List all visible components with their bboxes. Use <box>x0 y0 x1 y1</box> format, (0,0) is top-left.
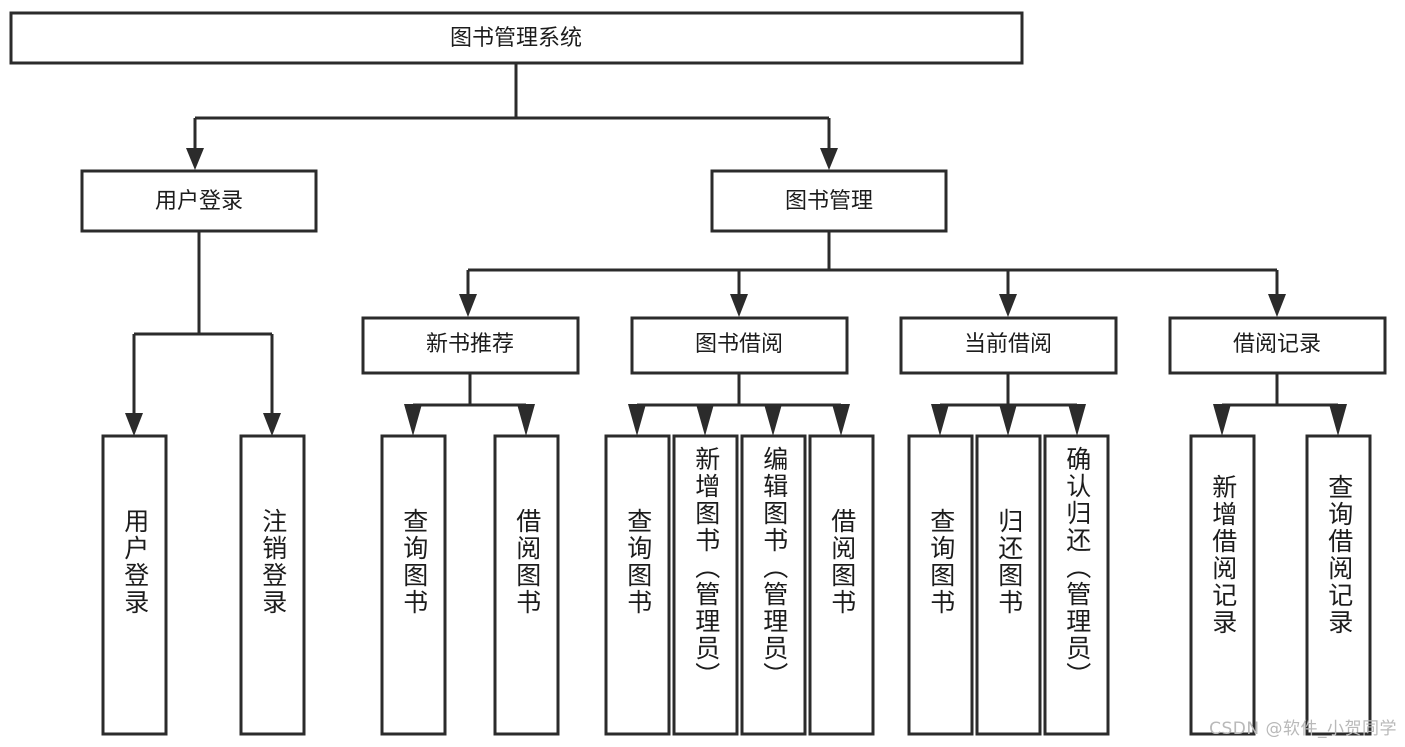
node-new-book-recommend[interactable]: 新书推荐 <box>361 316 580 375</box>
leaf-box-borrow-record-0[interactable] <box>1189 434 1256 736</box>
arrow-head-icon <box>1068 404 1086 436</box>
connector-root-to-level2 <box>186 63 838 170</box>
arrow-head-icon <box>263 413 281 436</box>
connector-borrow-record-to-leaves <box>1213 373 1347 436</box>
node-current-borrow-label: 当前借阅 <box>964 332 1052 357</box>
node-root-label: 图书管理系统 <box>450 26 582 51</box>
arrow-head-icon <box>1213 404 1231 436</box>
node-borrow-record-label: 借阅记录 <box>1233 332 1321 357</box>
arrow-head-icon <box>1329 404 1347 436</box>
arrow-head-icon <box>125 413 143 436</box>
node-user-login-label: 用户登录 <box>155 189 243 214</box>
node-new-book-recommend-label: 新书推荐 <box>426 332 514 357</box>
connector-new-book-recommend-to-leaves <box>404 373 535 436</box>
leaf-box-book-borrow-2[interactable] <box>740 434 807 736</box>
csdn-watermark: CSDN @软件_小贺同学 <box>1209 719 1397 739</box>
arrow-head-icon <box>1268 294 1286 317</box>
node-borrow-record[interactable]: 借阅记录 <box>1168 316 1387 375</box>
node-book-borrow[interactable]: 图书借阅 <box>630 316 849 375</box>
arrow-head-icon <box>517 404 535 436</box>
leaf-box-user-login-1[interactable] <box>239 434 306 736</box>
arrow-head-icon <box>931 404 949 436</box>
leaf-box-new-book-recommend-1[interactable] <box>493 434 560 736</box>
arrow-head-icon <box>764 404 782 436</box>
node-user-login-box[interactable] <box>80 169 318 233</box>
connector-user-login-to-leaves <box>125 231 281 436</box>
leaf-box-book-borrow-1[interactable] <box>672 434 739 736</box>
connector-book-management-to-level3 <box>459 231 1286 317</box>
node-root[interactable]: 图书管理系统 <box>9 11 1024 65</box>
arrow-head-icon <box>999 404 1017 436</box>
arrow-head-icon <box>832 404 850 436</box>
connector-book-borrow-to-leaves <box>628 373 850 436</box>
arrow-head-icon <box>730 294 748 317</box>
arrow-head-icon <box>404 404 422 436</box>
node-current-borrow[interactable]: 当前借阅 <box>899 316 1118 375</box>
arrow-head-icon <box>999 294 1017 317</box>
arrow-head-icon <box>186 148 204 170</box>
node-current-borrow-box[interactable] <box>899 316 1118 375</box>
node-user-login[interactable]: 用户登录 <box>80 169 318 233</box>
leaf-box-book-borrow-0[interactable] <box>604 434 671 736</box>
arrow-head-icon <box>696 404 714 436</box>
node-book-management-label: 图书管理 <box>785 189 873 214</box>
leaf-box-current-borrow-2[interactable] <box>1043 434 1110 736</box>
arrow-head-icon <box>459 294 477 317</box>
leaf-box-user-login-0[interactable] <box>101 434 168 736</box>
leaf-box-borrow-record-1[interactable] <box>1305 434 1372 736</box>
arrow-head-icon <box>820 148 838 170</box>
node-new-book-recommend-box[interactable] <box>361 316 580 375</box>
leaf-box-current-borrow-1[interactable] <box>975 434 1042 736</box>
node-root-box[interactable] <box>9 11 1024 65</box>
node-book-borrow-label: 图书借阅 <box>695 332 783 357</box>
leaf-box-current-borrow-0[interactable] <box>907 434 974 736</box>
leaf-box-new-book-recommend-0[interactable] <box>380 434 447 736</box>
connector-current-borrow-to-leaves <box>931 373 1086 436</box>
node-book-management[interactable]: 图书管理 <box>710 169 948 233</box>
arrow-head-icon <box>628 404 646 436</box>
leaf-box-book-borrow-3[interactable] <box>808 434 875 736</box>
